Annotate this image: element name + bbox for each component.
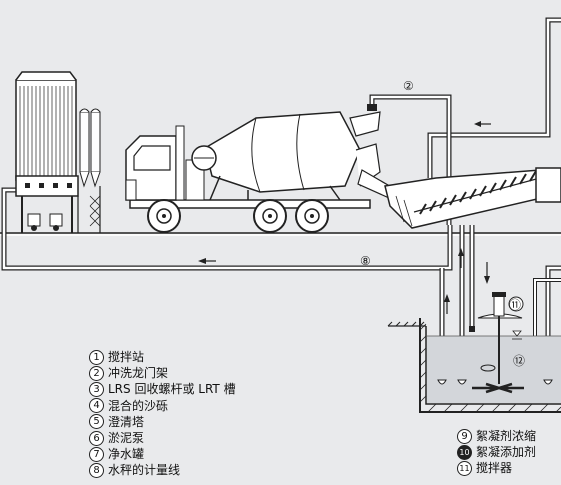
recovery-screw (384, 167, 561, 229)
callout-tank: ⑫ (513, 354, 525, 368)
gantry-nozzle (367, 104, 377, 111)
legend-number: 3 (89, 382, 104, 397)
legend-item: 4 混合的沙砾 (89, 398, 236, 414)
flow-arrow-left-icon (198, 258, 206, 264)
flow-arrow-left-icon (474, 121, 481, 127)
legend-number: 10 (457, 444, 472, 460)
legend-number: 7 (89, 446, 104, 462)
legend-right: 9 絮凝剂浓缩 10 絮凝添加剂 11 搅拌器 (457, 428, 536, 477)
legend-label: 混合的沙砾 (108, 398, 169, 413)
legend-label: 净水罐 (108, 447, 145, 462)
legend-number: 1 (89, 349, 104, 365)
legend-number: 11 (457, 461, 472, 476)
legend-item: 10 絮凝添加剂 (457, 444, 536, 460)
mixer-truck (125, 111, 401, 233)
legend-label: 淤泥泵 (108, 431, 145, 446)
legend-number: 6 (89, 430, 104, 446)
legend-item: 7 净水罐 (89, 446, 236, 462)
callout-ground: ⑧ (360, 254, 371, 268)
legend-number: 5 (89, 414, 104, 430)
ground (0, 232, 561, 236)
legend-item: 8 水秤的计量线 (89, 462, 236, 479)
legend-item: 5 澄清塔 (89, 414, 236, 430)
legend-label: 絮凝添加剂 (476, 445, 537, 460)
legend-number: 8 (89, 463, 104, 479)
legend-number: 4 (89, 398, 104, 414)
legend-label: 搅拌站 (108, 350, 145, 364)
agitator (472, 292, 524, 394)
legend-item: 9 絮凝剂浓缩 (457, 428, 536, 444)
legend-label: 水秤的计量线 (108, 463, 181, 478)
legend-left: 1 搅拌站 2 冲洗龙门架 3 LRS 回收螺杆或 LRT 槽 4 混合的沙砾 5 澄清塔… (89, 349, 236, 479)
mixing-plant (15, 71, 101, 233)
legend-number: 9 (457, 428, 472, 444)
callout-circle-agitator (508, 296, 524, 312)
legend-item: 2 冲洗龙门架 (89, 365, 236, 381)
legend-item: 11 搅拌器 (457, 460, 536, 476)
legend-item: 6 淤泥泵 (89, 430, 236, 446)
legend-label: 澄清塔 (108, 414, 145, 429)
legend-label: 絮凝剂浓缩 (476, 429, 537, 443)
flow-arrows-vertical-icon (444, 248, 490, 314)
legend-label: 冲洗龙门架 (108, 366, 169, 381)
legend-item: 1 搅拌站 (89, 349, 236, 365)
legend-label: LRS 回收螺杆或 LRT 槽 (108, 382, 236, 397)
legend-item: 3 LRS 回收螺杆或 LRT 槽 (89, 381, 236, 397)
callout-agitator: ⑪ (509, 298, 521, 312)
legend-label: 搅拌器 (476, 461, 513, 476)
callout-pipe: ② (403, 79, 414, 93)
legend-number: 2 (89, 365, 104, 381)
